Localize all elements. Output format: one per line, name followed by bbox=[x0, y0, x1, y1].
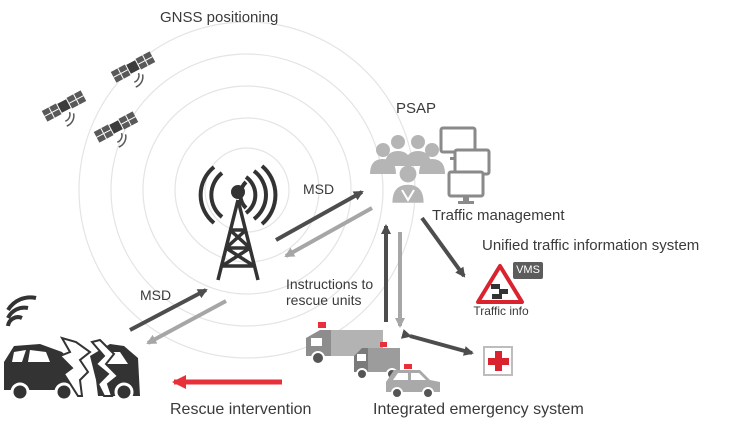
rescue-intervention-label: Rescue intervention bbox=[170, 401, 312, 418]
msd-label-top: MSD bbox=[303, 181, 335, 197]
integrated-emergency-system-label: Integrated emergency system bbox=[373, 401, 584, 418]
psap-label: PSAP bbox=[396, 100, 437, 117]
satellite-icon bbox=[110, 50, 163, 95]
arrow-vehicles-hospital bbox=[400, 329, 474, 356]
instructions-label: Instructions to rescue units bbox=[286, 276, 374, 308]
cell-tower-icon bbox=[198, 164, 278, 281]
msd-label-bottom: MSD bbox=[140, 287, 172, 303]
traffic-management-label: Traffic management bbox=[432, 207, 565, 224]
traffic-management-arrow bbox=[420, 216, 466, 278]
traffic-info-label: Traffic info bbox=[473, 304, 529, 318]
satellite-icon bbox=[93, 110, 146, 155]
satellite-icon bbox=[41, 89, 94, 134]
arrow-tower-to-car bbox=[146, 299, 227, 345]
computer-monitor-icon bbox=[447, 170, 485, 206]
unified-traffic-info-label: Unified traffic information system bbox=[482, 237, 700, 254]
msd-arrow-tower-to-psap bbox=[275, 190, 364, 242]
crashed-car-icon bbox=[4, 336, 140, 402]
instructions-arrow-psap-to-tower bbox=[284, 206, 373, 258]
signal-waves-icon bbox=[6, 295, 37, 327]
traffic-warning-sign-icon bbox=[476, 264, 524, 304]
msd-arrow-car-to-tower bbox=[129, 288, 208, 332]
ambulance-icon bbox=[354, 342, 400, 380]
police-car-icon bbox=[386, 364, 440, 399]
gnss-positioning-label: GNSS positioning bbox=[160, 9, 279, 26]
vms-badge: VMS bbox=[513, 262, 543, 279]
psap-operators-icon bbox=[370, 135, 445, 203]
hospital-cross-icon bbox=[483, 346, 513, 376]
